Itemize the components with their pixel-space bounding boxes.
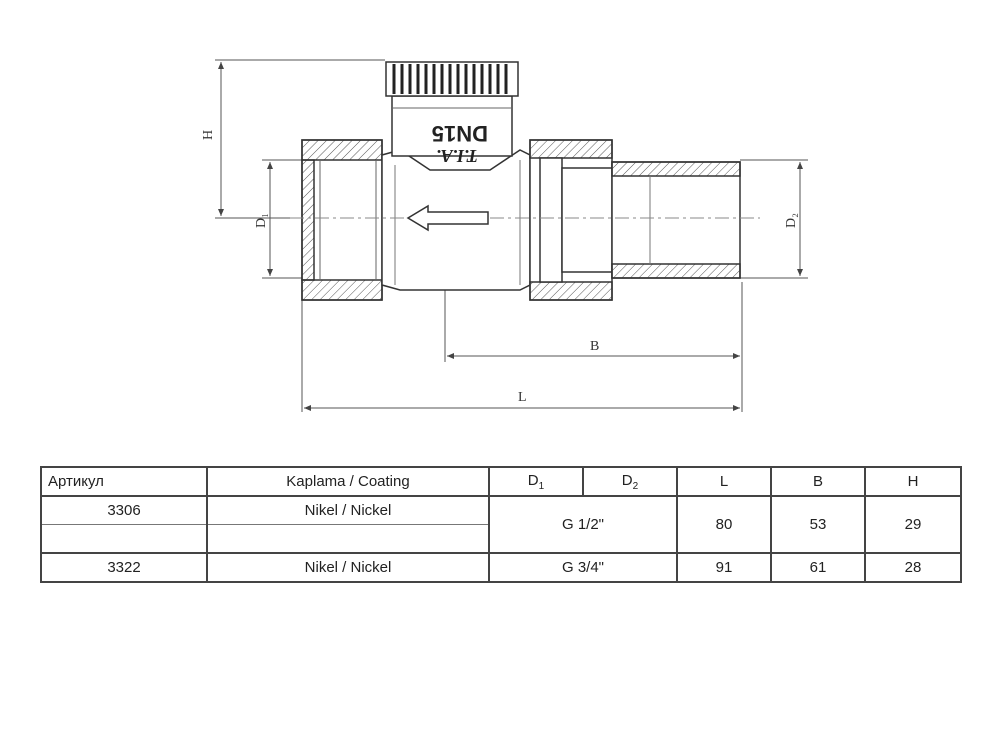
- table-row: [40, 524, 961, 554]
- cell-b: 53: [770, 495, 866, 554]
- b-dim-label: B: [590, 339, 599, 354]
- cell-coating: Nikel / Nickel: [206, 552, 490, 583]
- cell-l: 80: [676, 495, 772, 554]
- l-dim-label: L: [518, 390, 527, 405]
- cell-article: [40, 524, 208, 554]
- header-l: L: [676, 466, 772, 497]
- header-coating: Kaplama / Coating: [206, 466, 490, 497]
- header-h: H: [864, 466, 962, 497]
- table-row: 3322 Nikel / Nickel G 3/4" 91 61 28: [40, 552, 962, 583]
- cell-h: 28: [864, 552, 962, 583]
- size-marking: DN15: [432, 121, 488, 146]
- header-b: B: [770, 466, 866, 497]
- cell-article: 3322: [40, 552, 208, 583]
- cell-coating: Nikel / Nickel: [206, 495, 490, 525]
- brand-marking: T.I.A.: [436, 146, 478, 166]
- header-d2: D2: [582, 466, 678, 497]
- l-dimension: [301, 300, 740, 412]
- h-dimension: [215, 59, 385, 219]
- header-article: Артикул: [40, 466, 208, 497]
- valve-technical-drawing: H D₁ D₂ B L: [201, 59, 808, 412]
- flow-arrow: [406, 204, 489, 232]
- cell-thread: G 1/2": [488, 495, 678, 554]
- cell-l: 91: [676, 552, 772, 583]
- cell-b: 61: [770, 552, 866, 583]
- cell-thread: G 3/4": [488, 552, 678, 583]
- header-d1: D1: [488, 466, 584, 497]
- valve-body: [301, 61, 741, 301]
- h-dim-label: H: [201, 130, 216, 140]
- cell-article: 3306: [40, 495, 208, 525]
- cell-h: 29: [864, 495, 962, 554]
- d2-dim-label: D₂: [784, 213, 799, 228]
- table-header-row: Артикул Kaplama / Coating D1 D2 L B H: [40, 466, 962, 497]
- spec-table: Артикул Kaplama / Coating D1 D2 L B H 33…: [40, 466, 962, 583]
- d1-dim-label: D₁: [254, 213, 269, 228]
- table-row: 3306 Nikel / Nickel G 1/2" 80 53 29: [40, 495, 962, 554]
- d2-dimension: [740, 159, 808, 279]
- cell-coating: [206, 524, 490, 554]
